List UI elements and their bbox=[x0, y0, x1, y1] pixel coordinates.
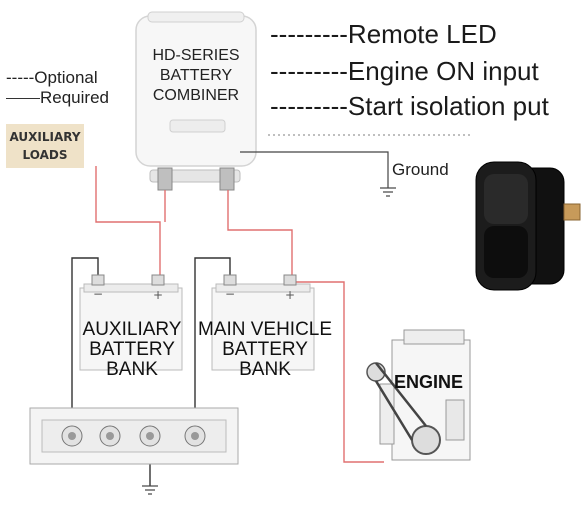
aux-bank-line1: AUXILIARY bbox=[82, 319, 182, 340]
svg-text:−: − bbox=[93, 287, 103, 301]
auxiliary-loads-line1: AUXILIARY bbox=[9, 130, 81, 144]
ground-wire bbox=[240, 151, 389, 188]
main-bank-line1: MAIN VEHICLE bbox=[197, 319, 333, 340]
auxiliary-battery: − + bbox=[79, 274, 183, 371]
legend-required: Required bbox=[6, 89, 109, 107]
svg-text:−: − bbox=[225, 287, 235, 301]
positive-wires bbox=[95, 166, 384, 463]
auxiliary-loads-line2: LOADS bbox=[22, 148, 68, 162]
combiner-label-line2: BATTERY bbox=[159, 67, 233, 84]
aux-bank-line3: BANK bbox=[106, 359, 158, 380]
ground-symbol-combiner bbox=[380, 187, 396, 197]
legend-required-label: Required bbox=[40, 88, 109, 107]
combiner-label-line3: COMBINER bbox=[152, 87, 240, 104]
engine-label: ENGINE bbox=[394, 372, 464, 392]
aux-bank-line2: BATTERY bbox=[89, 339, 175, 360]
main-vehicle-battery: − + bbox=[211, 274, 315, 371]
combiner-label: HD-SERIES BATTERY COMBINER bbox=[140, 46, 252, 106]
engine-on-input-label: ---------Engine ON input bbox=[270, 56, 539, 86]
remote-led-label: ---------Remote LED bbox=[270, 19, 497, 49]
legend-optional: -----Optional bbox=[6, 68, 98, 87]
ground-symbol-busbar bbox=[142, 485, 158, 495]
ground-label: Ground bbox=[392, 160, 449, 179]
rocker-switch bbox=[475, 161, 581, 291]
legend-required-line-icon bbox=[6, 98, 40, 100]
start-isolation-label: ---------Start isolation put bbox=[270, 91, 549, 121]
svg-text:+: + bbox=[285, 288, 295, 302]
main-bank-line3: BANK bbox=[239, 359, 291, 380]
svg-text:+: + bbox=[153, 288, 163, 302]
engine-drawing bbox=[366, 329, 471, 461]
main-vehicle-battery-bank-label: MAIN VEHICLE BATTERY BANK bbox=[194, 320, 336, 380]
negative-bus-bar bbox=[29, 407, 239, 465]
main-bank-line2: BATTERY bbox=[222, 339, 308, 360]
combiner-label-line1: HD-SERIES bbox=[152, 47, 240, 64]
auxiliary-loads-label: AUXILIARY LOADS bbox=[6, 124, 84, 168]
battery-combiner-unit bbox=[135, 11, 257, 191]
auxiliary-battery-bank-label: AUXILIARY BATTERY BANK bbox=[72, 320, 192, 380]
